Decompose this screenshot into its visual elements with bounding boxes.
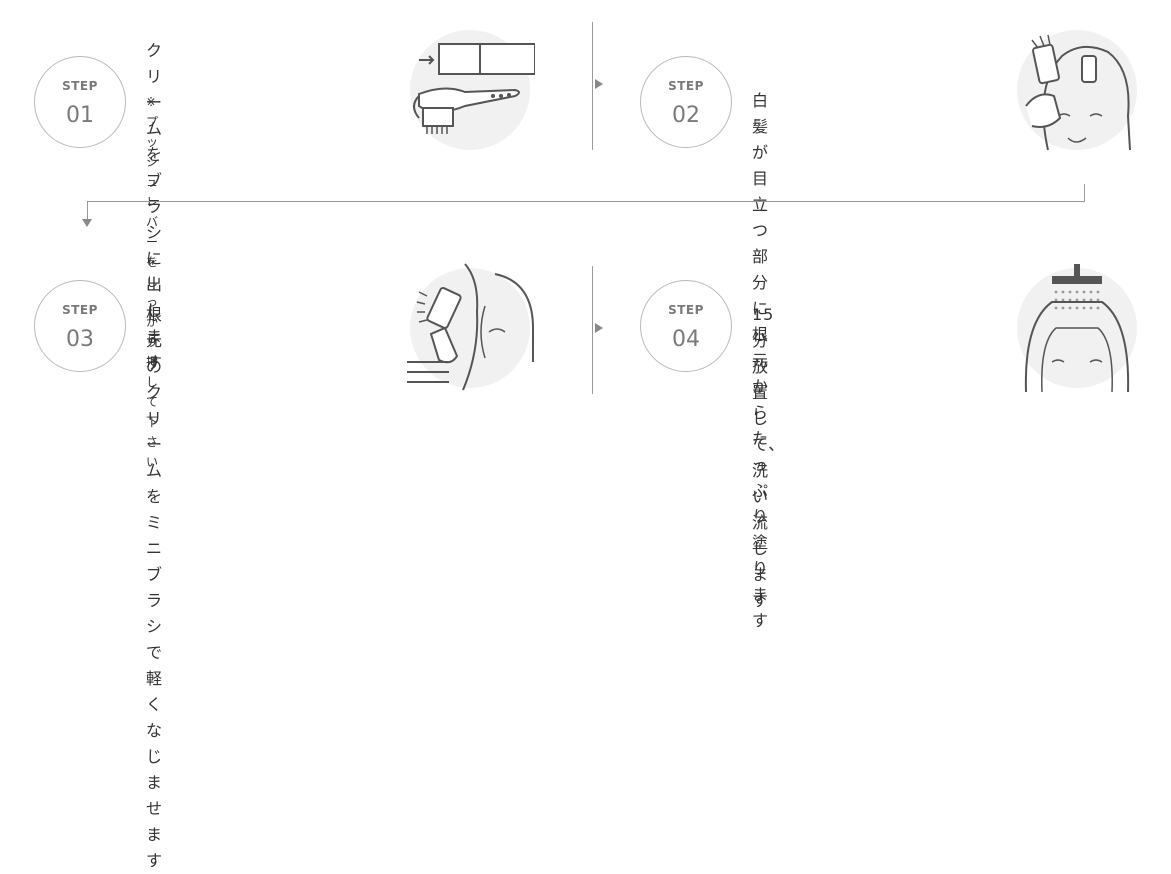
arrow-right-icon — [595, 79, 603, 89]
step-03-text: 根元のクリームをミニブ ラシで軽くなじませます — [146, 302, 163, 874]
step-text-line: クリームをブラシに出し — [146, 41, 164, 320]
step-number: 01 — [66, 103, 94, 128]
connector-down — [87, 201, 88, 219]
arrow-down-icon — [82, 219, 92, 227]
step-label: STEP — [62, 79, 98, 93]
connector-down — [1084, 184, 1085, 202]
step-text-line: ます — [752, 565, 770, 610]
step-04-badge: STEP 04 — [640, 280, 732, 372]
step-text-line: 15分放置して、洗い流し — [752, 305, 786, 558]
step-label: STEP — [668, 303, 704, 317]
step-02-badge: STEP 02 — [640, 56, 732, 148]
step-label: STEP — [668, 79, 704, 93]
connector-horizontal — [87, 201, 1085, 202]
step-text-line: ラシで軽くなじませます — [146, 591, 164, 870]
step-text-line: 白髪が目立つ部分に根元 — [752, 91, 770, 370]
step-text-line: ます — [146, 327, 164, 372]
divider — [592, 266, 593, 394]
step-01-badge: STEP 01 — [34, 56, 126, 148]
step-03-badge: STEP 03 — [34, 280, 126, 372]
step-01-text: クリームをブラシに出し ます — [146, 38, 163, 376]
step-note-line: ※プッシュレバーをしっか — [146, 95, 160, 329]
mini-brush-icon — [407, 263, 534, 391]
arrow-right-icon — [595, 323, 603, 333]
shower-rinse-icon — [1017, 264, 1137, 392]
step-number: 04 — [672, 327, 700, 352]
step-number: 02 — [672, 103, 700, 128]
brush-dispenser-icon — [410, 30, 535, 150]
step-04-text: 15分放置して、洗い流し ます — [752, 302, 785, 614]
step-label: STEP — [62, 303, 98, 317]
applying-to-roots-icon — [1017, 30, 1137, 151]
step-text-line: 根元のクリームをミニブ — [146, 305, 164, 584]
divider — [592, 22, 593, 150]
step-number: 03 — [66, 327, 94, 352]
